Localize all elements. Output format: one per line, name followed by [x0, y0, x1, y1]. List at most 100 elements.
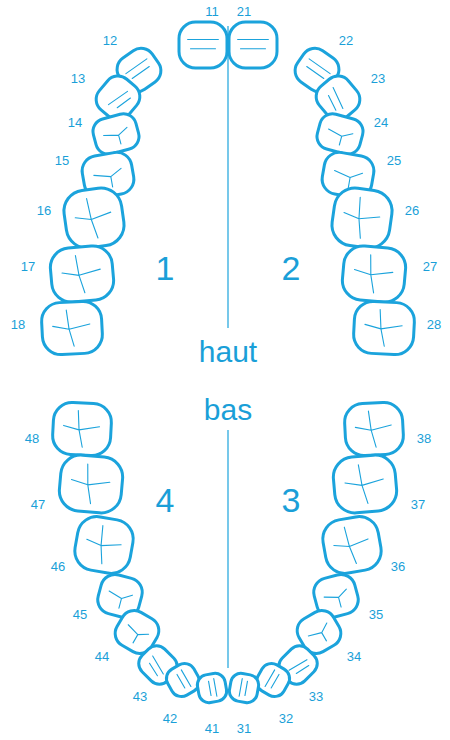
tooth-fissure	[265, 670, 280, 690]
tooth-number: 33	[309, 690, 323, 703]
tooth	[229, 22, 277, 68]
tooth-fissure	[332, 168, 362, 189]
tooth-outline	[49, 244, 115, 303]
tooth-number: 48	[25, 432, 39, 445]
tooth-number: 22	[339, 34, 353, 47]
tooth-outline	[341, 244, 407, 303]
tooth	[228, 672, 260, 704]
tooth-fissure	[364, 309, 403, 347]
tooth-number: 34	[347, 650, 361, 663]
tooth-fissure	[63, 410, 101, 448]
tooth-fissure	[176, 670, 191, 690]
tooth-number: 42	[163, 712, 177, 725]
quadrant-number: 1	[156, 251, 175, 285]
tooth-fissure	[208, 679, 217, 698]
quadrant-number: 2	[282, 251, 301, 285]
tooth-fissure	[103, 127, 131, 147]
tooth-outline	[329, 185, 395, 251]
tooth-number: 24	[374, 116, 388, 129]
tooth-outline	[314, 111, 366, 157]
tooth	[49, 244, 115, 303]
tooth-number: 13	[71, 72, 85, 85]
tooth-number: 32	[279, 712, 293, 725]
tooth-fissure	[353, 253, 395, 294]
tooth-fissure	[341, 195, 382, 240]
midline	[227, 26, 228, 328]
tooth	[179, 22, 227, 68]
tooth-outline	[41, 300, 104, 355]
tooth-number: 18	[11, 318, 25, 331]
tooth-outline	[353, 300, 416, 355]
tooth	[341, 244, 407, 303]
tooth-number: 35	[369, 608, 383, 621]
tooth-number: 44	[95, 650, 109, 663]
tooth-fissure	[93, 168, 123, 189]
tooth-number: 36	[391, 560, 405, 573]
tooth	[196, 672, 228, 704]
tooth-fissure	[324, 87, 348, 112]
tooth-outline	[61, 185, 127, 251]
tooth-fissure	[305, 59, 330, 80]
tooth-outline	[228, 672, 260, 704]
tooth-fissure	[289, 656, 311, 678]
tooth-fissure	[52, 309, 91, 347]
tooth-number: 41	[205, 722, 219, 735]
tooth-fissure	[344, 463, 386, 505]
tooth-number: 31	[237, 722, 251, 735]
tooth	[61, 185, 127, 251]
tooth-fissure	[145, 656, 167, 678]
tooth-number: 11	[205, 5, 219, 18]
tooth-outline	[52, 402, 113, 457]
tooth-outline	[229, 22, 277, 68]
tooth-outline	[344, 402, 405, 457]
tooth-fissure	[108, 87, 132, 112]
tooth	[52, 402, 113, 457]
tooth	[320, 514, 385, 577]
tooth-number: 28	[427, 318, 441, 331]
tooth-number: 46	[51, 560, 65, 573]
tooth-number: 27	[423, 260, 437, 273]
jaw-label: haut	[199, 337, 257, 367]
tooth-number: 37	[411, 498, 425, 511]
tooth-fissure	[73, 195, 114, 240]
quadrant-number: 4	[156, 483, 175, 517]
tooth-fissure	[126, 59, 151, 80]
tooth-number: 25	[387, 154, 401, 167]
tooth	[344, 402, 405, 457]
tooth	[41, 300, 104, 355]
tooth	[329, 185, 395, 251]
tooth-number: 16	[37, 204, 51, 217]
tooth	[58, 453, 125, 514]
tooth-fissure	[188, 39, 219, 48]
tooth-outline	[58, 453, 125, 514]
tooth	[314, 111, 366, 157]
tooth-number: 21	[237, 5, 251, 18]
tooth-outline	[196, 672, 228, 704]
jaw-label: bas	[204, 395, 252, 425]
tooth-number: 17	[21, 260, 35, 273]
tooth-outline	[179, 22, 227, 68]
tooth-fissure	[106, 589, 133, 611]
tooth-outline	[332, 453, 399, 514]
tooth-number: 43	[133, 690, 147, 703]
tooth-number: 14	[68, 116, 82, 129]
tooth	[90, 111, 142, 157]
quadrant-number: 3	[282, 483, 301, 517]
tooth-fissure	[331, 523, 372, 566]
tooth-fissure	[238, 39, 269, 48]
tooth-fissure	[325, 127, 353, 147]
tooth-fissure	[355, 410, 393, 448]
tooth	[72, 514, 137, 577]
tooth-fissure	[61, 254, 103, 295]
tooth-fissure	[239, 679, 248, 698]
midline	[227, 430, 228, 668]
tooth	[353, 300, 416, 355]
tooth-number: 38	[417, 432, 431, 445]
tooth-fissure	[307, 623, 334, 647]
tooth-number: 23	[371, 72, 385, 85]
tooth	[332, 453, 399, 514]
tooth-fissure	[70, 463, 112, 505]
tooth-fissure	[83, 523, 124, 566]
